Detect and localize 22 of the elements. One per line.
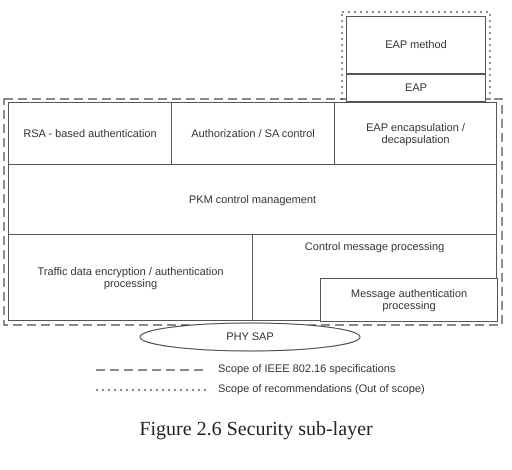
node-label: Traffic data encryption / authentication processing bbox=[36, 266, 224, 290]
legend-text: Scope of IEEE 802.16 specifications bbox=[218, 363, 396, 375]
node-label: RSA - based authentication bbox=[22, 128, 158, 140]
node-label: Authorization / SA control bbox=[190, 128, 316, 140]
interface-ellipse bbox=[139, 322, 361, 352]
node-label: PKM control management bbox=[188, 194, 318, 206]
node-label: EAP method bbox=[384, 39, 448, 51]
node-label: EAP encapsulation / decapsulation bbox=[365, 122, 466, 146]
module-box bbox=[252, 234, 497, 321]
node-label: Control message processing bbox=[304, 241, 446, 253]
protocol-layer-box bbox=[346, 74, 486, 102]
module-box bbox=[320, 278, 498, 322]
legend-text: Scope of recommendations (Out of scope) bbox=[218, 383, 425, 395]
node-label: Message authentication processing bbox=[350, 288, 468, 312]
management-layer-box bbox=[8, 164, 497, 235]
module-box bbox=[8, 102, 172, 165]
module-box bbox=[8, 234, 253, 321]
node-label: PHY SAP bbox=[225, 331, 275, 343]
protocol-layer-box bbox=[346, 16, 486, 74]
node-label: EAP bbox=[404, 82, 428, 94]
figure-caption: Figure 2.6 Security sub-layer bbox=[139, 418, 373, 440]
module-box bbox=[334, 102, 497, 165]
